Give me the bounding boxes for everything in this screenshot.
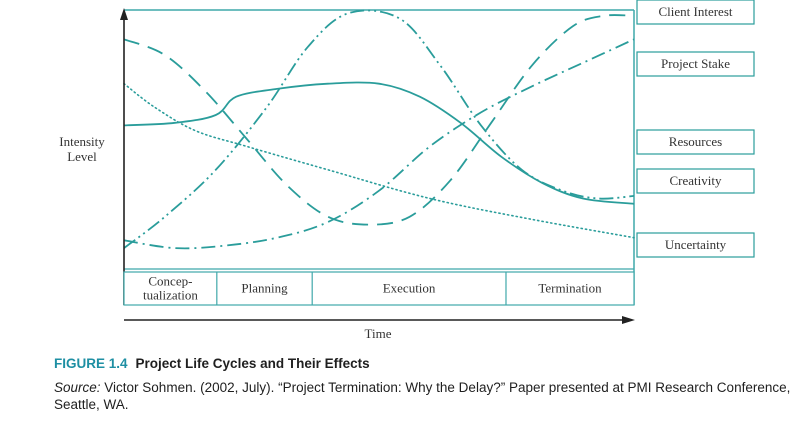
- x-axis-label: Time: [365, 326, 392, 341]
- legend-uncertainty-label: Uncertainty: [665, 237, 727, 252]
- y-axis-label: Level: [67, 149, 97, 164]
- chart-axes: [120, 8, 635, 324]
- phase-bar-box: [123, 271, 635, 306]
- legend-client-interest-label: Client Interest: [658, 4, 732, 19]
- legend-client-interest-box: [636, 0, 755, 25]
- phase-label: Termination: [538, 281, 602, 296]
- legend-uncertainty-box: [636, 232, 755, 258]
- caption-title-line: FIGURE 1.4 Project Life Cycles and Their …: [54, 356, 794, 371]
- phase-label: tualization: [143, 288, 198, 303]
- series-line-project-stake: [123, 38, 635, 250]
- y-axis-arrow-icon: [120, 8, 128, 20]
- phase-bar: Concep-tualization Planning Execution Termi…: [123, 271, 635, 306]
- legend-resources-label: Resources: [669, 134, 722, 149]
- source-text: Victor Sohmen. (2002, July). “Project Te…: [54, 380, 791, 412]
- series-line-creativity: [123, 14, 635, 226]
- legend-project-stake-box: [636, 51, 755, 77]
- legend-creativity-box: [636, 168, 755, 194]
- phase-label: Planning: [241, 281, 288, 296]
- legend-project-stake-label: Project Stake: [661, 56, 730, 71]
- series-line-uncertainty: [123, 82, 635, 239]
- legend-resources-box: [636, 129, 755, 155]
- source-note: Source: Victor Sohmen. (2002, July). “Pr…: [54, 379, 794, 413]
- series-line-client-interest: [123, 9, 635, 249]
- figure-title: Project Life Cycles and Their Effects: [135, 356, 370, 371]
- series-lines: [123, 9, 635, 250]
- phase-label: Execution: [383, 281, 436, 296]
- phase-label: Concep-: [148, 274, 192, 289]
- figure-caption: FIGURE 1.4 Project Life Cycles and Their …: [54, 356, 794, 413]
- series-line-resources: [123, 81, 635, 205]
- source-label: Source:: [54, 380, 101, 395]
- figure-number: FIGURE 1.4: [54, 356, 128, 371]
- y-axis-label: Intensity: [59, 134, 105, 149]
- x-axis-arrow-icon: [622, 316, 635, 324]
- chart-frame: [124, 9, 635, 305]
- legend-creativity-label: Creativity: [670, 173, 722, 188]
